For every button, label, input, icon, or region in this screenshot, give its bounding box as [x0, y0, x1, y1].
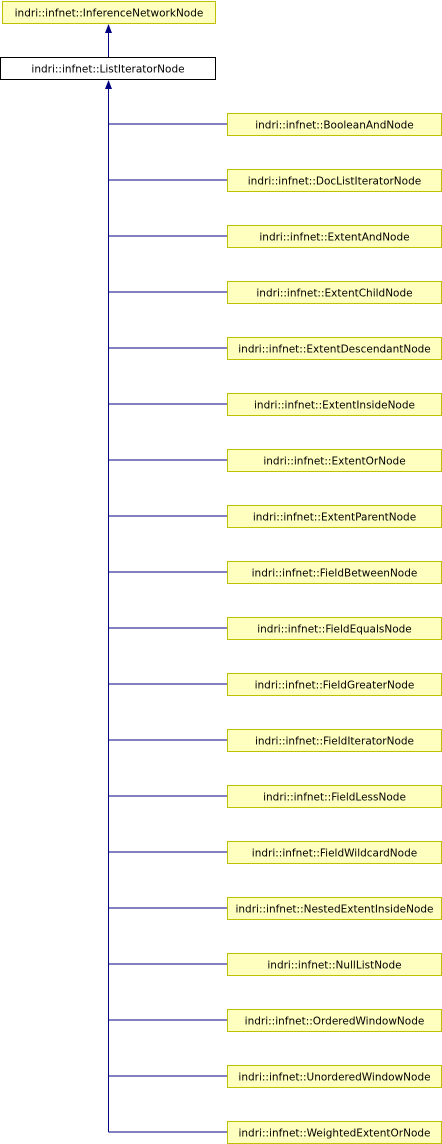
child-class-node[interactable]: indri::infnet::ExtentInsideNode [227, 393, 442, 416]
child-class-label: indri::infnet::NullListNode [267, 960, 401, 972]
current-class-label: indri::infnet::ListIteratorNode [31, 64, 184, 76]
child-class-label: indri::infnet::ExtentAndNode [259, 232, 409, 244]
child-class-label: indri::infnet::FieldLessNode [263, 792, 406, 804]
child-class-label: indri::infnet::FieldGreaterNode [255, 680, 415, 692]
child-class-node[interactable]: indri::infnet::NestedExtentInsideNode [227, 897, 442, 920]
child-class-label: indri::infnet::ExtentDescendantNode [238, 344, 431, 356]
child-class-node[interactable]: indri::infnet::UnorderedWindowNode [227, 1065, 442, 1088]
base-class-node[interactable]: indri::infnet::InferenceNetworkNode [2, 1, 216, 24]
child-class-label: indri::infnet::OrderedWindowNode [245, 1016, 425, 1028]
child-class-label: indri::infnet::FieldBetweenNode [252, 568, 418, 580]
child-class-node[interactable]: indri::infnet::FieldWildcardNode [227, 841, 442, 864]
child-class-node[interactable]: indri::infnet::ExtentOrNode [227, 449, 442, 472]
child-class-node[interactable]: indri::infnet::OrderedWindowNode [227, 1009, 442, 1032]
child-class-node[interactable]: indri::infnet::BooleanAndNode [227, 113, 442, 136]
child-class-node[interactable]: indri::infnet::FieldLessNode [227, 785, 442, 808]
child-class-node[interactable]: indri::infnet::ExtentDescendantNode [227, 337, 442, 360]
child-class-label: indri::infnet::ExtentChildNode [256, 288, 412, 300]
child-class-label: indri::infnet::DocListIteratorNode [248, 176, 421, 188]
edges [105, 24, 228, 1133]
child-class-node[interactable]: indri::infnet::NullListNode [227, 953, 442, 976]
child-class-label: indri::infnet::ExtentParentNode [253, 512, 416, 524]
child-class-node[interactable]: indri::infnet::ExtentParentNode [227, 505, 442, 528]
child-class-node[interactable]: indri::infnet::ExtentChildNode [227, 281, 442, 304]
child-class-label: indri::infnet::FieldWildcardNode [252, 848, 417, 860]
child-class-node[interactable]: indri::infnet::FieldBetweenNode [227, 561, 442, 584]
child-class-label: indri::infnet::ExtentInsideNode [254, 400, 415, 412]
arrowhead-base [105, 24, 112, 33]
current-class-box [0, 57, 216, 80]
child-class-label: indri::infnet::FieldEqualsNode [257, 624, 412, 636]
child-class-node[interactable]: indri::infnet::FieldEqualsNode [227, 617, 442, 640]
current-class-node[interactable]: indri::infnet::ListIteratorNode [0, 57, 216, 80]
child-class-node[interactable]: indri::infnet::DocListIteratorNode [227, 169, 442, 192]
child-class-label: indri::infnet::BooleanAndNode [255, 120, 414, 132]
arrowhead-current [105, 80, 112, 89]
base-class-box [2, 1, 216, 24]
child-class-label: indri::infnet::ExtentOrNode [263, 456, 405, 468]
child-class-node[interactable]: indri::infnet::FieldIteratorNode [227, 729, 442, 752]
child-class-node[interactable]: indri::infnet::FieldGreaterNode [227, 673, 442, 696]
child-class-label: indri::infnet::NestedExtentInsideNode [235, 904, 433, 916]
child-class-label: indri::infnet::FieldIteratorNode [255, 736, 414, 748]
child-class-node[interactable]: indri::infnet::ExtentAndNode [227, 225, 442, 248]
child-class-label: indri::infnet::WeightedExtentOrNode [238, 1128, 430, 1140]
child-class-label: indri::infnet::UnorderedWindowNode [238, 1072, 430, 1084]
base-class-label: indri::infnet::InferenceNetworkNode [15, 8, 204, 20]
child-class-node[interactable]: indri::infnet::WeightedExtentOrNode [227, 1121, 442, 1144]
